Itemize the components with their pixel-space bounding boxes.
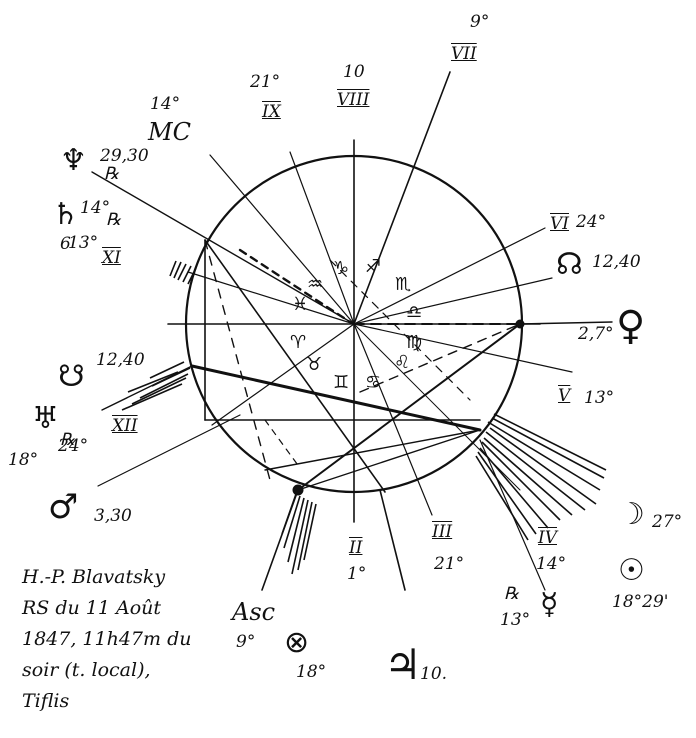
mars-icon: ♂ bbox=[48, 487, 79, 527]
mercury-icon: ☿ bbox=[540, 587, 559, 622]
mars-degree: 3,30 bbox=[94, 506, 132, 526]
mercury-degree: 13° bbox=[500, 610, 531, 630]
house-6-degree: 24° bbox=[576, 212, 607, 232]
scorpio-icon: ♏ bbox=[395, 274, 412, 295]
house-3-numeral: III bbox=[432, 522, 453, 542]
part-of-fortune-degree: 18° bbox=[296, 662, 327, 682]
hatch-south-node bbox=[121, 361, 191, 411]
venus-degree: 2,7° bbox=[578, 324, 614, 344]
sun-degree: 18°29' bbox=[612, 592, 669, 612]
house-9-degree: 21° bbox=[250, 72, 281, 92]
gemini-icon: ♊ bbox=[333, 372, 350, 393]
sagittarius-icon: ♐ bbox=[365, 256, 382, 277]
uranus-retrograde: ℞ bbox=[60, 430, 76, 450]
neptune-retrograde: ℞ bbox=[104, 164, 120, 184]
venus-dot bbox=[515, 319, 525, 329]
house-4-numeral: IV bbox=[538, 528, 557, 548]
house-12-degree: 24° bbox=[58, 436, 89, 456]
asc-label: Asc bbox=[232, 598, 276, 626]
south-node-icon: ☋ bbox=[58, 359, 85, 394]
south-node-degree: 12,40 bbox=[96, 350, 145, 370]
part-of-fortune-icon: ⊗ bbox=[284, 625, 310, 660]
asc-degree: 9° bbox=[236, 632, 256, 652]
asc-dot bbox=[292, 484, 304, 496]
north-node-icon: ☊ bbox=[556, 247, 583, 282]
house-5-degree: 13° bbox=[584, 388, 615, 408]
house-2-degree: 1° bbox=[347, 564, 367, 584]
cusp-line-xi bbox=[187, 271, 355, 325]
pisces-icon: ♓ bbox=[292, 294, 309, 315]
cancer-icon: ♋ bbox=[365, 372, 382, 393]
note-line: H.-P. Blavatsky bbox=[22, 566, 166, 588]
house-11-degree: 13° bbox=[68, 233, 99, 253]
venus-pointer bbox=[519, 321, 613, 325]
moon-degree: 27° bbox=[652, 512, 683, 532]
capricorn-icon: ♑ bbox=[333, 258, 350, 279]
saturn-icon: ♄ bbox=[52, 197, 79, 232]
mc-label: MC bbox=[148, 118, 191, 146]
taurus-icon: ♉ bbox=[306, 354, 323, 375]
hatch-saturn bbox=[169, 260, 197, 285]
aspect-line bbox=[238, 248, 352, 324]
house-7-degree: 9° bbox=[470, 12, 490, 32]
cusp-line-vii bbox=[353, 71, 451, 325]
leo-icon: ♌ bbox=[394, 352, 411, 373]
saturn-extra: 6 bbox=[60, 234, 71, 254]
saturn-degree: 14° bbox=[80, 198, 111, 218]
aspect-line bbox=[264, 419, 301, 469]
mc-degree: 14° bbox=[150, 94, 181, 114]
cusp-line-ix bbox=[289, 151, 355, 325]
house-8-degree: 10 bbox=[343, 62, 365, 82]
neptune-degree: 29,30 bbox=[100, 146, 149, 166]
house-3-degree: 21° bbox=[434, 554, 465, 574]
cusp-line-xii bbox=[211, 323, 355, 426]
aspect-line bbox=[329, 259, 471, 401]
house-8-numeral: VIII bbox=[337, 90, 370, 110]
sun-icon: ☉ bbox=[618, 553, 645, 588]
neptune-icon: ♆ bbox=[60, 143, 87, 178]
house-7-numeral: VII bbox=[451, 44, 477, 64]
aspect-line bbox=[297, 429, 481, 491]
cusp-line-mc bbox=[209, 154, 355, 325]
aries-icon: ♈ bbox=[290, 332, 307, 353]
hatch-moon-sun-mercury bbox=[475, 413, 607, 541]
aspect-line bbox=[297, 323, 521, 491]
house-12-numeral: XII bbox=[112, 416, 138, 436]
house-6-numeral: VI bbox=[550, 214, 569, 234]
aspect-line bbox=[204, 239, 271, 481]
saturn-retrograde: ℞ bbox=[106, 210, 122, 230]
aspect-line bbox=[359, 323, 521, 393]
virgo-icon: ♍ bbox=[406, 332, 423, 353]
house-9-numeral: IX bbox=[262, 102, 281, 122]
jupiter-pointer bbox=[379, 489, 406, 591]
neptune-pointer bbox=[91, 171, 355, 325]
chart-note: H.-P. Blavatsky RS du 11 Août 1847, 11h4… bbox=[22, 562, 222, 717]
aquarius-icon: ♒ bbox=[307, 274, 324, 295]
jupiter-degree: 10. bbox=[420, 664, 448, 684]
house-4-degree: 14° bbox=[536, 554, 567, 574]
aspect-line bbox=[204, 239, 386, 493]
house-5-numeral: V bbox=[558, 386, 571, 406]
house-11-numeral: XI bbox=[102, 248, 121, 268]
north-node-degree: 12,40 bbox=[592, 252, 641, 272]
moon-icon: ☽ bbox=[618, 497, 645, 532]
mercury-retrograde: ℞ bbox=[504, 584, 520, 604]
uranus-degree: 18° bbox=[8, 450, 39, 470]
note-line: Tiflis bbox=[22, 690, 70, 712]
aspect-line bbox=[264, 429, 481, 471]
note-line: 1847, 11h47m du bbox=[22, 628, 192, 650]
note-line: soir (t. local), bbox=[22, 659, 151, 681]
mars-pointer bbox=[97, 414, 241, 487]
libra-icon: ♎ bbox=[406, 302, 423, 323]
cusp-line-vi bbox=[353, 227, 546, 325]
house-2-numeral: II bbox=[349, 538, 363, 558]
note-line: RS du 11 Août bbox=[22, 597, 162, 619]
hatch-asc bbox=[281, 493, 317, 575]
uranus-icon: ♅ bbox=[32, 401, 59, 436]
venus-icon: ♀ bbox=[616, 303, 646, 349]
jupiter-icon: ♃ bbox=[384, 640, 422, 689]
